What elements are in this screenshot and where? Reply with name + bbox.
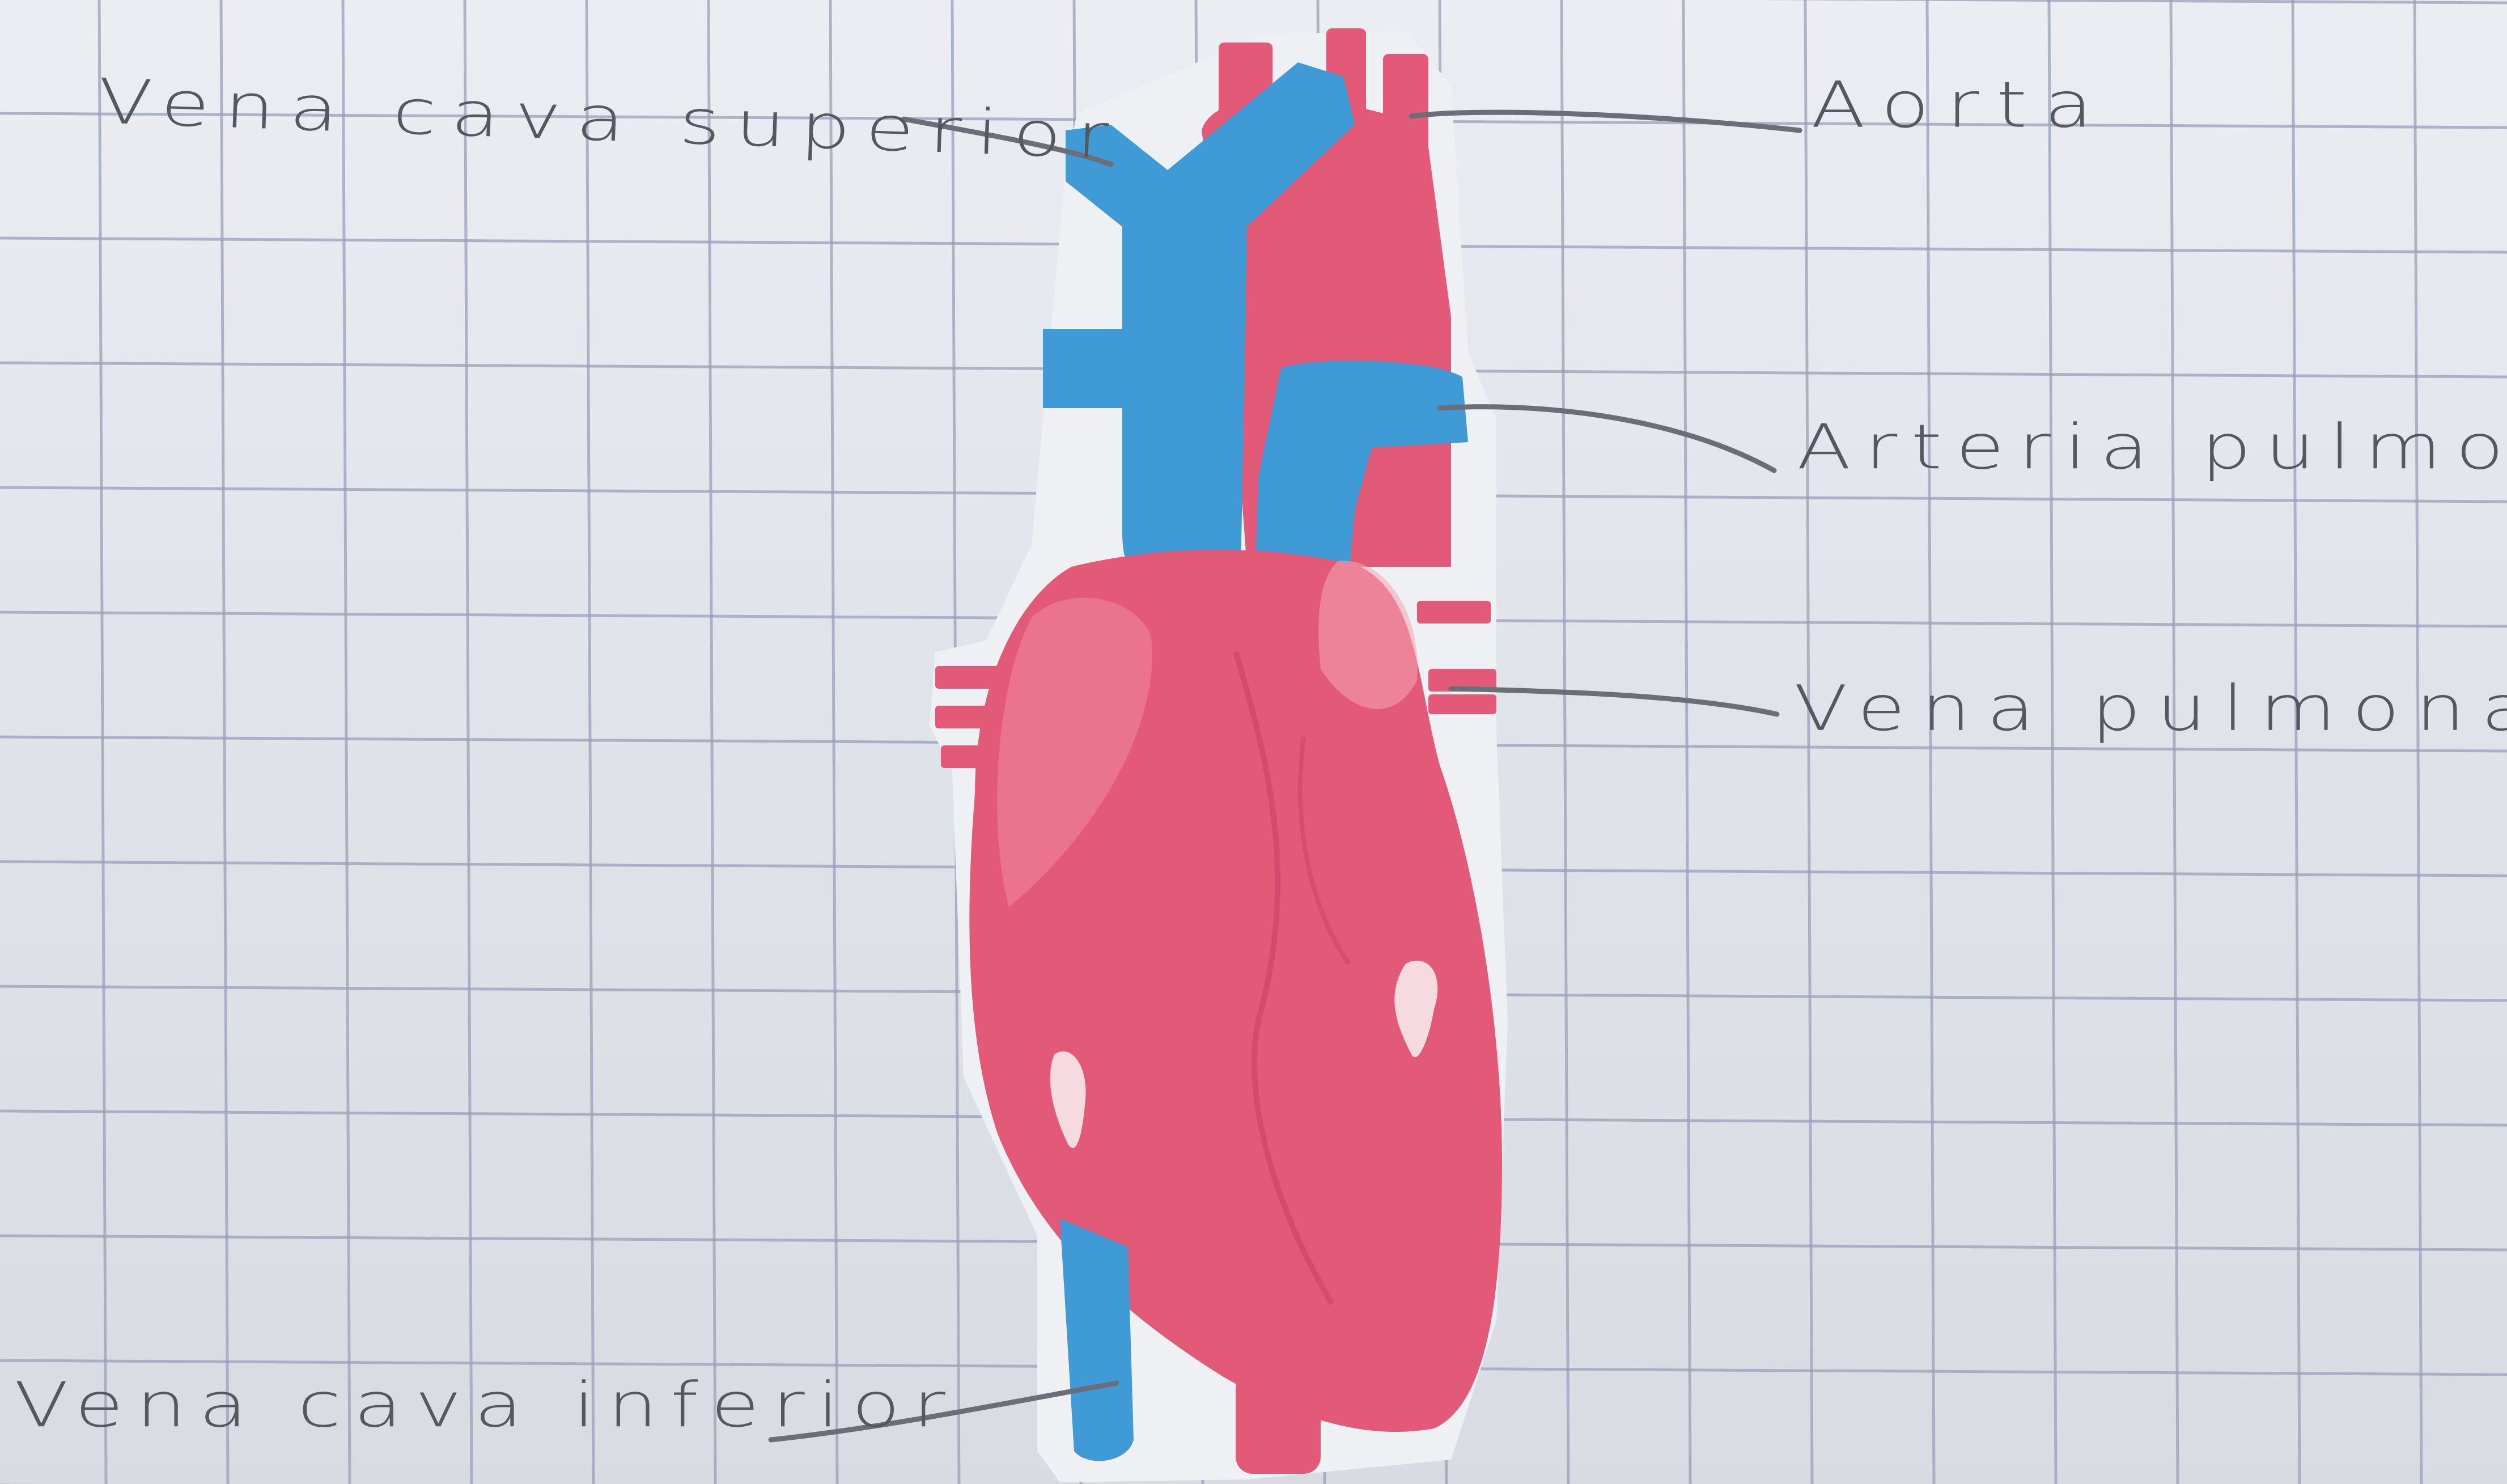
label-vena-cava-inferior: Vena cava inferior bbox=[14, 1375, 958, 1436]
label-vena-pulmonar: Vena pulmonar bbox=[1794, 677, 2507, 740]
label-aorta: Aorta bbox=[1811, 74, 2110, 137]
leader-vena-pulmonar bbox=[1451, 689, 1777, 714]
label-arteria-pulmonar: Arteria pulmonar bbox=[1797, 417, 2507, 478]
leader-aorta bbox=[1411, 112, 1800, 130]
leader-arteria-pulmonar bbox=[1440, 407, 1774, 470]
